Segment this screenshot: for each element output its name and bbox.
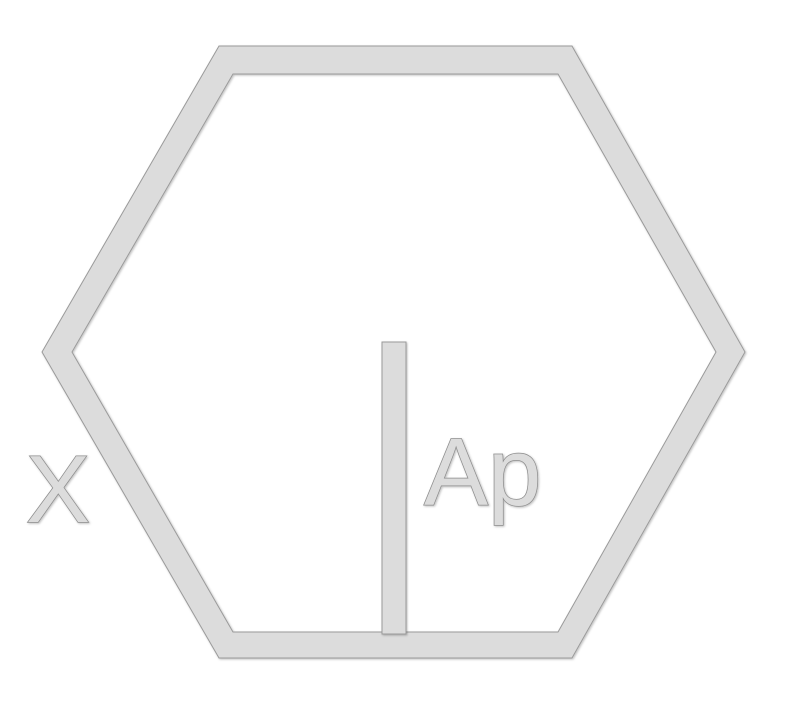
hexagon-frame: [41, 45, 746, 659]
vertical-divider-bar: [381, 341, 407, 635]
label-ap: Ap: [424, 419, 541, 526]
label-x: X: [26, 436, 90, 543]
